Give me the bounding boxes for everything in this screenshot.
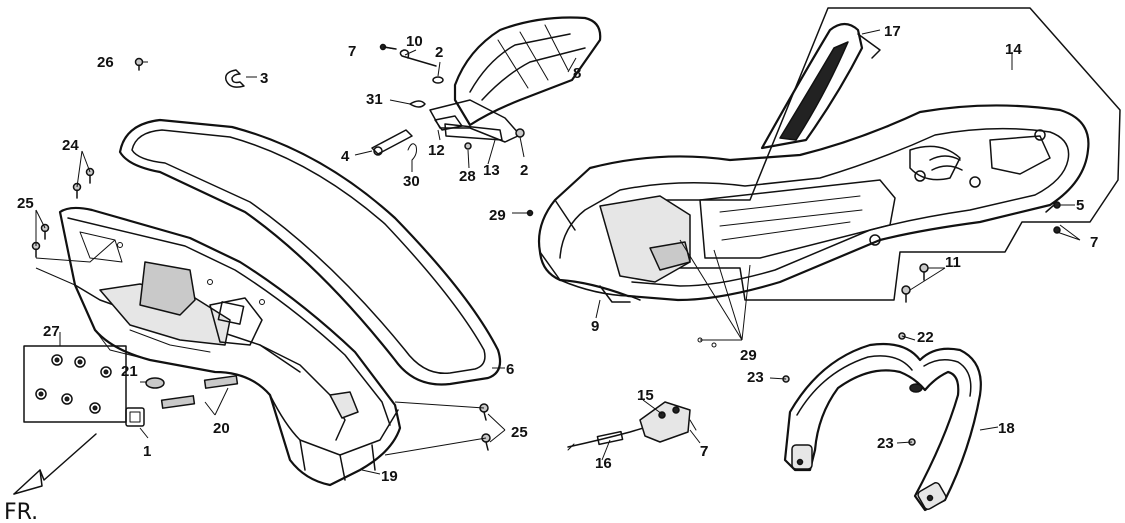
callout-label: 9 bbox=[591, 318, 599, 335]
callout-label: 20 bbox=[213, 420, 230, 437]
callout-label: 3 bbox=[260, 70, 268, 87]
callout-label: 7 bbox=[700, 443, 708, 460]
wire-clip-part bbox=[224, 69, 245, 88]
callout-label: 7 bbox=[700, 443, 708, 460]
storage-box bbox=[58, 206, 402, 487]
box-clip-part bbox=[125, 407, 145, 427]
callout-label: 13 bbox=[483, 162, 500, 179]
grommet-part bbox=[145, 377, 165, 389]
callout-label: 5 bbox=[1076, 197, 1084, 214]
callout-label: 23 bbox=[877, 435, 894, 452]
callout-label: 24 bbox=[62, 137, 79, 154]
callout-label: 14 bbox=[1005, 41, 1022, 58]
callout-label: 22 bbox=[917, 329, 934, 346]
callout-label: 21 bbox=[121, 363, 138, 380]
seat-hinge-assembly bbox=[371, 16, 602, 161]
callout-label: 29 bbox=[740, 347, 757, 364]
callout-labels: 1 2 2 3 4 5 6 7 7 7 7 8 9 10 11 12 13 14… bbox=[17, 23, 1098, 485]
bolt-kit-box bbox=[23, 345, 127, 423]
callout-label: 6 bbox=[506, 361, 514, 378]
callout-label: 15 bbox=[637, 387, 654, 404]
callout-label: 23 bbox=[747, 369, 764, 386]
callout-label: 2 bbox=[520, 162, 528, 179]
rear-cover-body bbox=[537, 104, 1090, 303]
callout-label: 27 bbox=[43, 323, 60, 340]
reflector-lens-part bbox=[760, 22, 881, 150]
callout-label: 25 bbox=[17, 195, 34, 212]
callout-label: 29 bbox=[489, 207, 506, 224]
callout-label: 28 bbox=[459, 168, 476, 185]
callout-label: 7 bbox=[348, 43, 356, 60]
callout-label: 25 bbox=[511, 424, 528, 441]
front-direction-label: FR. bbox=[4, 500, 38, 523]
callout-label: 2 bbox=[435, 44, 443, 61]
seat-latch-cable bbox=[567, 401, 697, 451]
callout-label: 4 bbox=[341, 148, 350, 165]
callout-label: 8 bbox=[573, 65, 581, 82]
foam-strip-parts bbox=[160, 375, 239, 409]
callout-label: 26 bbox=[97, 54, 114, 71]
callout-label: 18 bbox=[998, 420, 1015, 437]
cover-screws bbox=[526, 201, 1061, 348]
callout-label: 19 bbox=[381, 468, 398, 485]
callout-label: 10 bbox=[406, 33, 423, 50]
callout-label: 7 bbox=[1090, 234, 1098, 251]
callout-label: 31 bbox=[366, 91, 383, 108]
leader-lines bbox=[35, 29, 1081, 475]
callout-label: 16 bbox=[595, 455, 612, 472]
callout-label: 1 bbox=[143, 443, 151, 460]
callout-label: 12 bbox=[428, 142, 445, 159]
callout-label: 17 bbox=[884, 23, 901, 40]
seat-gasket-ring bbox=[118, 118, 502, 386]
callout-label: 30 bbox=[403, 173, 420, 190]
grab-rail-part bbox=[782, 332, 982, 512]
callout-label: 11 bbox=[945, 254, 961, 271]
front-direction-arrow bbox=[13, 433, 97, 495]
small-bolts-right bbox=[479, 403, 491, 451]
